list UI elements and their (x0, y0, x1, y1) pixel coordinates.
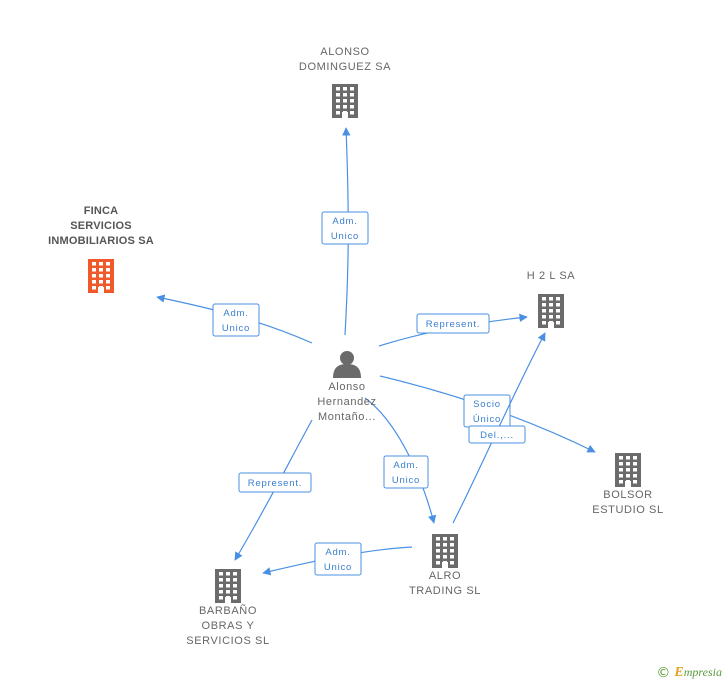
edge-label-text: Socio (473, 399, 501, 410)
edge-arrow-line[interactable] (342, 127, 351, 336)
node-label[interactable]: ESTUDIO SL (592, 504, 663, 516)
node-label[interactable]: Alonso (328, 381, 365, 393)
node-label[interactable]: DOMINGUEZ SA (299, 61, 391, 73)
node-label[interactable]: SERVICIOS SL (186, 635, 269, 647)
edge-label-box[interactable] (321, 211, 369, 245)
node-label[interactable]: Hernandez (317, 396, 376, 408)
building-icon[interactable] (538, 294, 564, 328)
edge-label-text: Adm. (393, 460, 418, 471)
edge-label-text: Unico (222, 323, 250, 334)
building-icon[interactable] (615, 453, 641, 487)
node-label[interactable]: SERVICIOS (70, 220, 132, 232)
node-label[interactable]: Montaño... (318, 411, 376, 423)
edge-label-box[interactable] (314, 542, 362, 576)
node-barbano[interactable]: BARBAÑO OBRAS Y SERVICIOS SL (186, 569, 269, 647)
node-bolsor[interactable]: BOLSOR ESTUDIO SL (592, 453, 663, 516)
node-label[interactable]: ALRO (429, 570, 461, 582)
edge-label-text: Represent. (426, 319, 480, 330)
edge-label-text: Unico (324, 562, 352, 573)
node-label[interactable]: BARBAÑO (199, 604, 257, 617)
edge-label-box[interactable] (416, 313, 490, 334)
edge-label-text: Adm. (332, 216, 357, 227)
edge-label-box[interactable] (212, 303, 260, 337)
edge-label-text: Unico (331, 231, 359, 242)
node-alonso_dominguez[interactable]: ALONSO DOMINGUEZ SA (299, 46, 391, 118)
edge-arrow-line[interactable] (364, 397, 437, 524)
nodes-layer: ALONSO DOMINGUEZ SA FINCA SERVICIOS INMOBILI… (48, 46, 663, 647)
edge-person-to-alro[interactable]: Adm. Unico (364, 397, 437, 524)
person-icon[interactable] (333, 351, 361, 378)
edge-alro-to-h2l[interactable]: Del.,... (452, 332, 546, 524)
node-h2l[interactable]: H 2 L SA (527, 270, 575, 328)
node-label[interactable]: OBRAS Y (202, 620, 255, 632)
edge-person-to-barbano[interactable]: Represent. (234, 419, 313, 561)
node-person[interactable]: AlonsoHernandezMontaño... (317, 351, 376, 423)
edge-alro-to-barbano[interactable]: Adm. Unico (262, 542, 413, 576)
node-label[interactable]: BOLSOR (603, 489, 652, 501)
node-label[interactable]: ALONSO (320, 46, 369, 58)
edge-label-box[interactable] (468, 425, 526, 444)
edge-label-box[interactable] (238, 472, 312, 493)
edge-label-text: Adm. (223, 308, 248, 319)
brand-footer: © Empresia (656, 665, 722, 681)
edge-person-to-h2l[interactable]: Represent. (378, 313, 528, 347)
building-icon[interactable] (88, 259, 114, 293)
building-icon[interactable] (215, 569, 241, 603)
node-label[interactable]: H 2 L SA (527, 270, 575, 282)
node-label[interactable]: FINCA (84, 205, 119, 217)
edge-label-text: Unico (392, 475, 420, 486)
edge-label-text: Del.,... (480, 430, 514, 441)
copyright-symbol: © (656, 665, 671, 681)
node-alro[interactable]: ALRO TRADING SL (409, 534, 481, 597)
node-finca[interactable]: FINCA SERVICIOS INMOBILIARIOS SA (48, 205, 154, 293)
building-icon[interactable] (432, 534, 458, 568)
node-label[interactable]: INMOBILIARIOS SA (48, 235, 154, 247)
edge-label-text: Único (473, 414, 501, 425)
edge-label-box[interactable] (383, 455, 429, 489)
empresia-logo: Empresia (674, 665, 722, 680)
edge-label-text: Adm. (325, 547, 350, 558)
node-label[interactable]: TRADING SL (409, 585, 481, 597)
edge-label-text: Represent. (248, 478, 302, 489)
edge-person-to-alonso_dominguez[interactable]: Adm. Unico (321, 127, 369, 336)
building-icon[interactable] (332, 84, 358, 118)
edge-person-to-finca[interactable]: Adm. Unico (156, 294, 313, 344)
